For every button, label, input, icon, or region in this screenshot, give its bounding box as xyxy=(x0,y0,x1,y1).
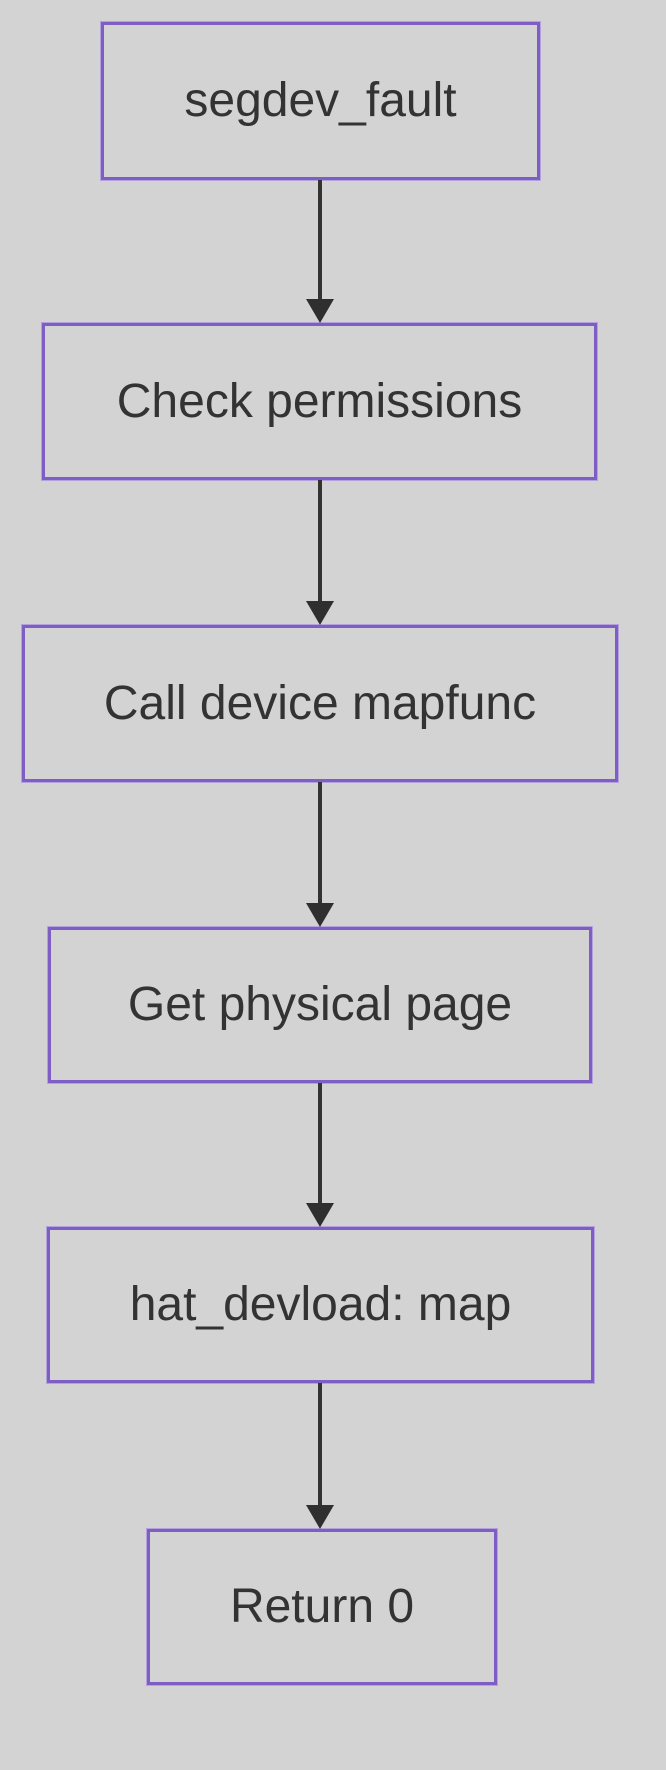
edge-line xyxy=(318,1383,322,1506)
flow-node-label: Check permissions xyxy=(116,374,523,428)
flow-node-check-permissions: Check permissions xyxy=(42,323,597,480)
flow-node-call-device-mapfunc: Call device mapfunc xyxy=(22,625,618,782)
arrowhead-down-icon xyxy=(306,903,334,927)
arrowhead-down-icon xyxy=(306,1203,334,1227)
flow-node-label: Call device mapfunc xyxy=(103,676,537,730)
arrowhead-down-icon xyxy=(306,1505,334,1529)
arrowhead-down-icon xyxy=(306,299,334,323)
arrowhead-down-icon xyxy=(306,601,334,625)
edge-line xyxy=(318,180,322,300)
flow-node-segdev-fault: segdev_fault xyxy=(101,22,540,180)
flow-node-hat-devload-map: hat_devload: map xyxy=(47,1227,594,1383)
flow-node-return-0: Return 0 xyxy=(147,1529,497,1685)
flow-node-label: Get physical page xyxy=(127,978,513,1032)
edge-line xyxy=(318,480,322,602)
edge-line xyxy=(318,1083,322,1204)
flow-node-label: hat_devload: map xyxy=(129,1278,512,1332)
edge-line xyxy=(318,782,322,904)
flow-node-label: Return 0 xyxy=(229,1580,415,1634)
flow-node-get-physical-page: Get physical page xyxy=(48,927,592,1083)
flow-node-label: segdev_fault xyxy=(184,74,457,128)
